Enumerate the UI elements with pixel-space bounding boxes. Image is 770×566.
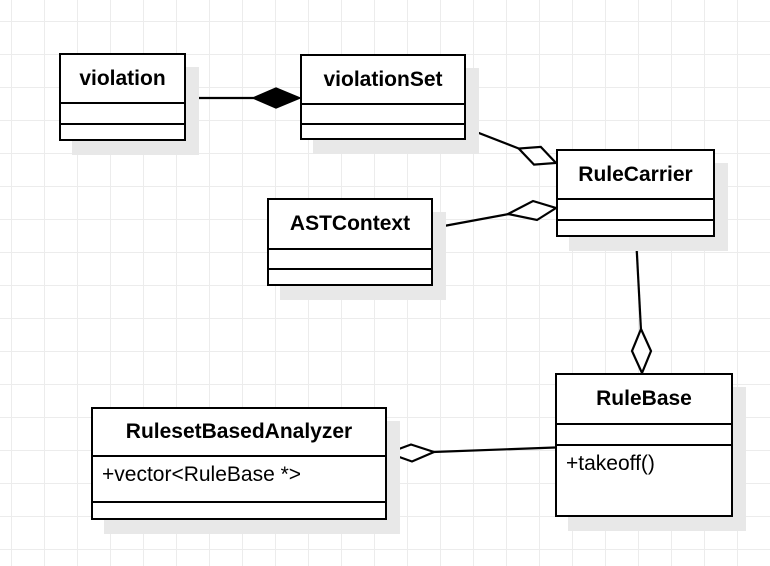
operations-compartment bbox=[61, 123, 184, 139]
operations-compartment bbox=[93, 501, 385, 518]
operations-compartment bbox=[558, 219, 713, 235]
edge-rulecarrier-rulebase-aggregation[interactable] bbox=[630, 236, 653, 376]
operations-compartment bbox=[302, 123, 464, 138]
class-rulebase[interactable]: RuleBase +takeoff() bbox=[555, 373, 733, 517]
class-rulesetbasedanalyzer[interactable]: RulesetBasedAnalyzer +vector<RuleBase *> bbox=[91, 407, 387, 520]
operations-compartment bbox=[269, 268, 431, 284]
class-violation[interactable]: violation bbox=[59, 53, 186, 141]
edge-violationset-rulecarrier-aggregation[interactable] bbox=[465, 126, 559, 166]
class-title: RuleBase bbox=[596, 387, 692, 410]
attributes-compartment bbox=[558, 198, 713, 219]
aggregation-diamond-icon[interactable] bbox=[516, 145, 559, 166]
attributes-compartment bbox=[61, 102, 184, 123]
attribute-label: +vector<RuleBase *> bbox=[102, 463, 302, 486]
edge-rulesetbasedanalyzer-rulebase-aggregation[interactable] bbox=[384, 443, 556, 463]
class-title: RulesetBasedAnalyzer bbox=[125, 420, 353, 443]
class-title: RuleCarrier bbox=[578, 162, 693, 186]
class-title: violation bbox=[79, 66, 166, 90]
class-astcontext[interactable]: ASTContext bbox=[267, 198, 433, 286]
aggregation-diamond-icon[interactable] bbox=[384, 443, 438, 463]
attributes-compartment bbox=[302, 103, 464, 123]
attributes-compartment bbox=[557, 423, 731, 444]
attributes-compartment: +vector<RuleBase *> bbox=[93, 455, 385, 501]
class-title: ASTContext bbox=[289, 212, 411, 235]
edge-line[interactable] bbox=[634, 236, 643, 331]
class-title: violationSet bbox=[323, 67, 443, 91]
edge-line[interactable] bbox=[465, 126, 521, 151]
aggregation-diamond-icon[interactable] bbox=[630, 326, 653, 376]
class-rulecarrier[interactable]: RuleCarrier bbox=[556, 149, 715, 237]
aggregation-diamond-icon[interactable] bbox=[504, 199, 559, 222]
attributes-compartment bbox=[269, 248, 431, 268]
class-violationset[interactable]: violationSet bbox=[300, 54, 466, 140]
edge-line[interactable] bbox=[432, 212, 510, 230]
edge-line[interactable] bbox=[432, 446, 556, 454]
operations-compartment: +takeoff() bbox=[557, 444, 731, 515]
edge-violation-violationset-composition[interactable] bbox=[186, 87, 302, 109]
edge-astcontext-rulecarrier-aggregation[interactable] bbox=[432, 199, 559, 230]
operation-label: +takeoff() bbox=[566, 452, 655, 475]
composition-diamond-icon[interactable] bbox=[251, 87, 302, 109]
